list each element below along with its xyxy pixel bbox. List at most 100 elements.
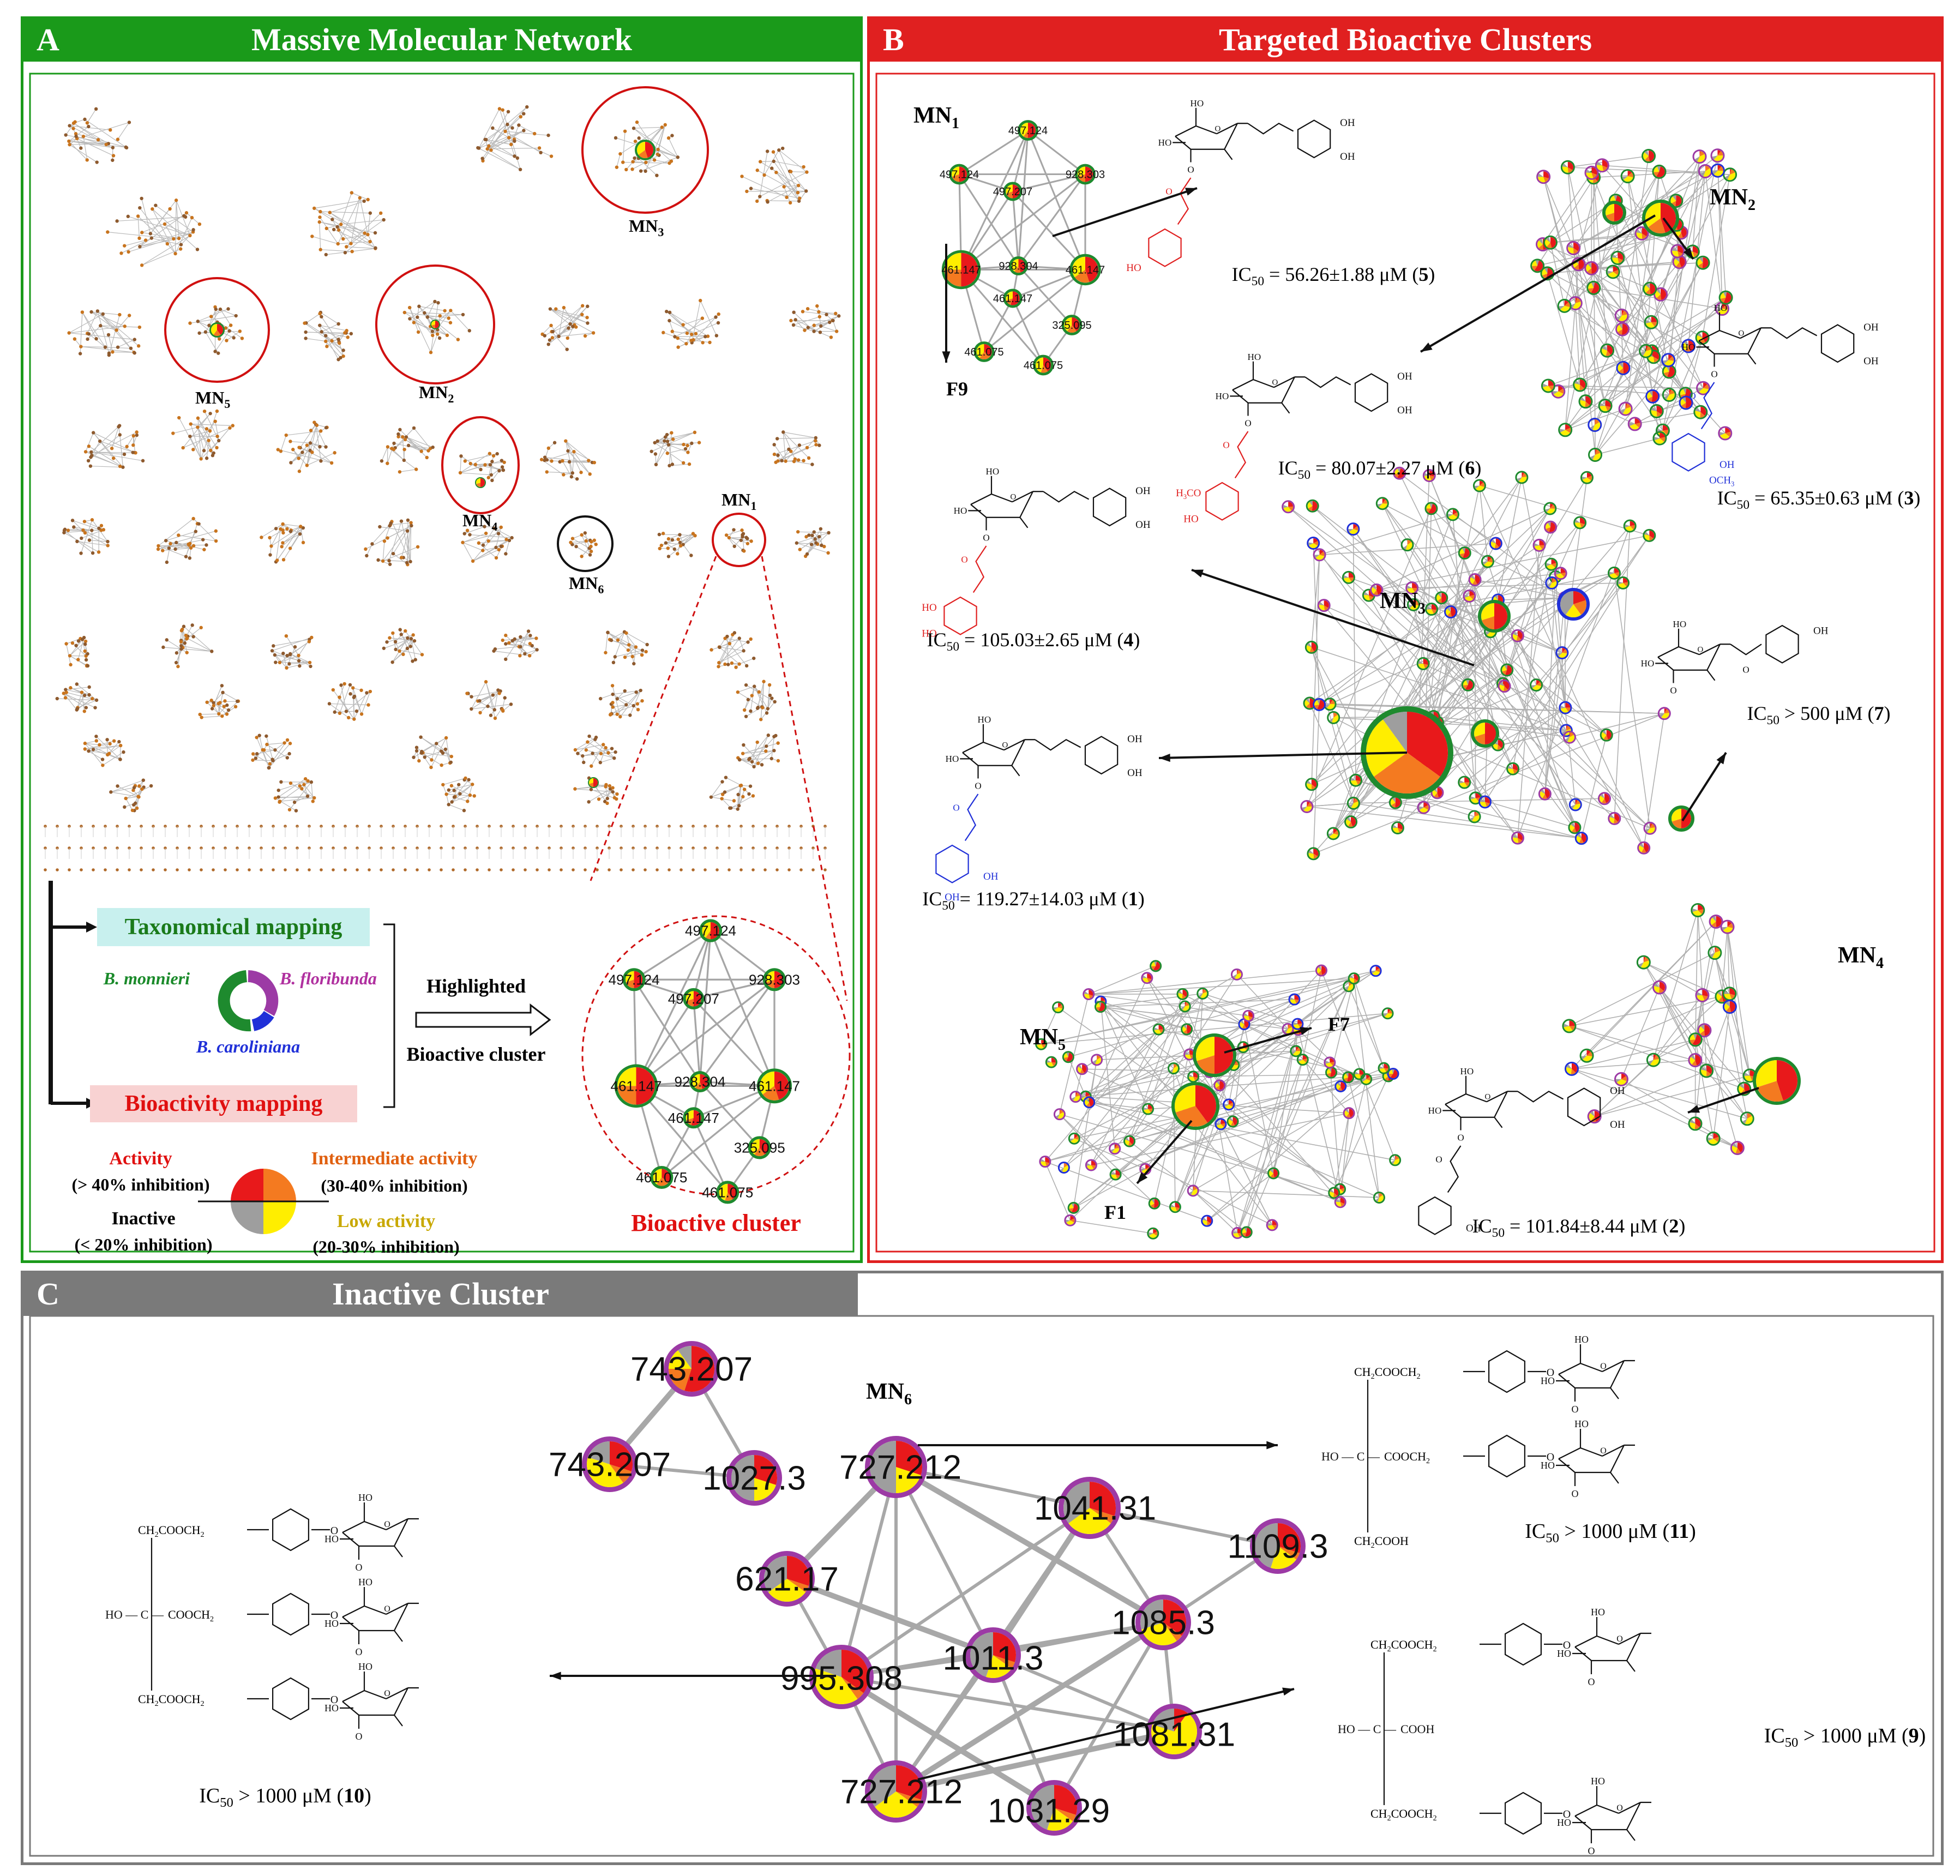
atom-label: O [1711, 369, 1717, 380]
network-node [1291, 1018, 1304, 1030]
a-mn2-label: MN [419, 382, 448, 402]
network-node [1545, 576, 1559, 590]
mn3-hub-node [635, 140, 656, 160]
atom-label: HO [1216, 391, 1229, 401]
network-node [1688, 1032, 1703, 1047]
intermediate-label: Intermediate activity [311, 1149, 478, 1169]
atom-label: OH [945, 892, 960, 903]
network-node [1179, 1000, 1191, 1013]
network-node [1588, 417, 1602, 432]
atom-label: HO [1591, 1776, 1605, 1787]
cluster-node [949, 164, 970, 185]
network-node [1614, 1072, 1628, 1086]
network-node [1468, 810, 1481, 823]
atom-label: HO [1574, 1418, 1589, 1429]
mn2-hub-node [430, 320, 440, 329]
panel-b-title: Targeted Bioactive Clusters [1218, 22, 1592, 57]
network-node [1644, 315, 1658, 329]
cluster-node [683, 988, 705, 1009]
network-node [1226, 1115, 1239, 1128]
atom-label: HO [1460, 1066, 1474, 1077]
atom-label: O [330, 1525, 338, 1537]
network-node [1422, 469, 1436, 483]
hub-node [1753, 1057, 1801, 1105]
network-node [1706, 1131, 1721, 1146]
atom-label: O [1244, 418, 1251, 429]
atom-label: HO [1183, 513, 1198, 525]
cluster-node-label: 497.124 [609, 971, 660, 988]
network-node [1076, 1063, 1089, 1075]
atom-label: O [1187, 165, 1194, 175]
inactive-node [1250, 1518, 1306, 1574]
atom-label: HO [1541, 1375, 1555, 1386]
hub-node [1478, 600, 1511, 633]
network-node [1543, 235, 1558, 250]
atom-label: O [1670, 686, 1676, 696]
network-node [1620, 169, 1635, 184]
inactive-node [865, 1436, 927, 1498]
atom-label: HO [1682, 342, 1696, 352]
network-node [1652, 164, 1667, 179]
network-node [1150, 960, 1162, 972]
atom-label: O [356, 1562, 363, 1573]
network-node [1646, 1053, 1661, 1067]
network-node [1400, 538, 1414, 552]
atom-label: O [1689, 390, 1696, 401]
network-node [1223, 1098, 1235, 1111]
atom-label: OH [1610, 1119, 1625, 1131]
network-node [1568, 821, 1582, 834]
atom-label: HO [324, 1703, 339, 1713]
a-mn3-label: MN [629, 216, 658, 236]
network-node [1720, 919, 1735, 934]
network-node [1695, 988, 1710, 1002]
atom-label: HO — C — [105, 1608, 164, 1621]
cluster-node-label: 461.147 [668, 1110, 719, 1126]
hub-node [1171, 1082, 1219, 1130]
atom-label: HO [946, 754, 959, 764]
atom-label: HO [922, 628, 936, 639]
network-node [1610, 250, 1625, 265]
network-node [1562, 730, 1576, 744]
svg-text:CH2COOCH2: CH2COOCH2 [1354, 1365, 1421, 1381]
ic50-label: IC50 > 500 μM (7) [1747, 702, 1891, 727]
network-node [1623, 519, 1637, 533]
ic50-label: IC50 = 65.35±0.63 μM (3) [1717, 487, 1921, 512]
network-node [1709, 914, 1723, 929]
cluster-node-label: 928.304 [999, 261, 1038, 273]
panel-b-letter: B [883, 22, 904, 57]
network-node [1532, 538, 1546, 552]
atom-label: O [1616, 1634, 1623, 1644]
network-node [1039, 1156, 1051, 1168]
atom-label: O [1223, 440, 1229, 450]
network-node [1083, 988, 1095, 1001]
mn5-highlight [164, 277, 270, 383]
network-node [1296, 1054, 1309, 1066]
species-caroliniana: B. caroliniana [196, 1037, 300, 1056]
atom-label: OH [1340, 151, 1355, 163]
svg-text:COOCH2: COOCH2 [1384, 1450, 1430, 1465]
network-node [1627, 417, 1642, 431]
network-node [1458, 775, 1471, 789]
cluster-node-label: 461.147 [749, 1078, 800, 1094]
network-node [1067, 1201, 1080, 1214]
network-node [1718, 426, 1733, 441]
hub-node [1471, 719, 1499, 748]
network-node [1538, 787, 1552, 801]
network-node [1045, 1056, 1057, 1068]
network-node [1064, 1214, 1077, 1226]
activity-legend-pie [231, 1169, 296, 1234]
atom-label: O [384, 1604, 390, 1614]
network-node [1645, 389, 1660, 404]
hub-node [1557, 588, 1590, 621]
atom-label: HO [1557, 1817, 1571, 1828]
cluster-node-label: 461.075 [636, 1169, 687, 1186]
network-node [1109, 1168, 1122, 1181]
network-node [1643, 281, 1657, 296]
network-node [1349, 773, 1362, 787]
network-node [1708, 946, 1722, 960]
inactive-node [1026, 1780, 1082, 1836]
hub-node [1642, 200, 1679, 237]
